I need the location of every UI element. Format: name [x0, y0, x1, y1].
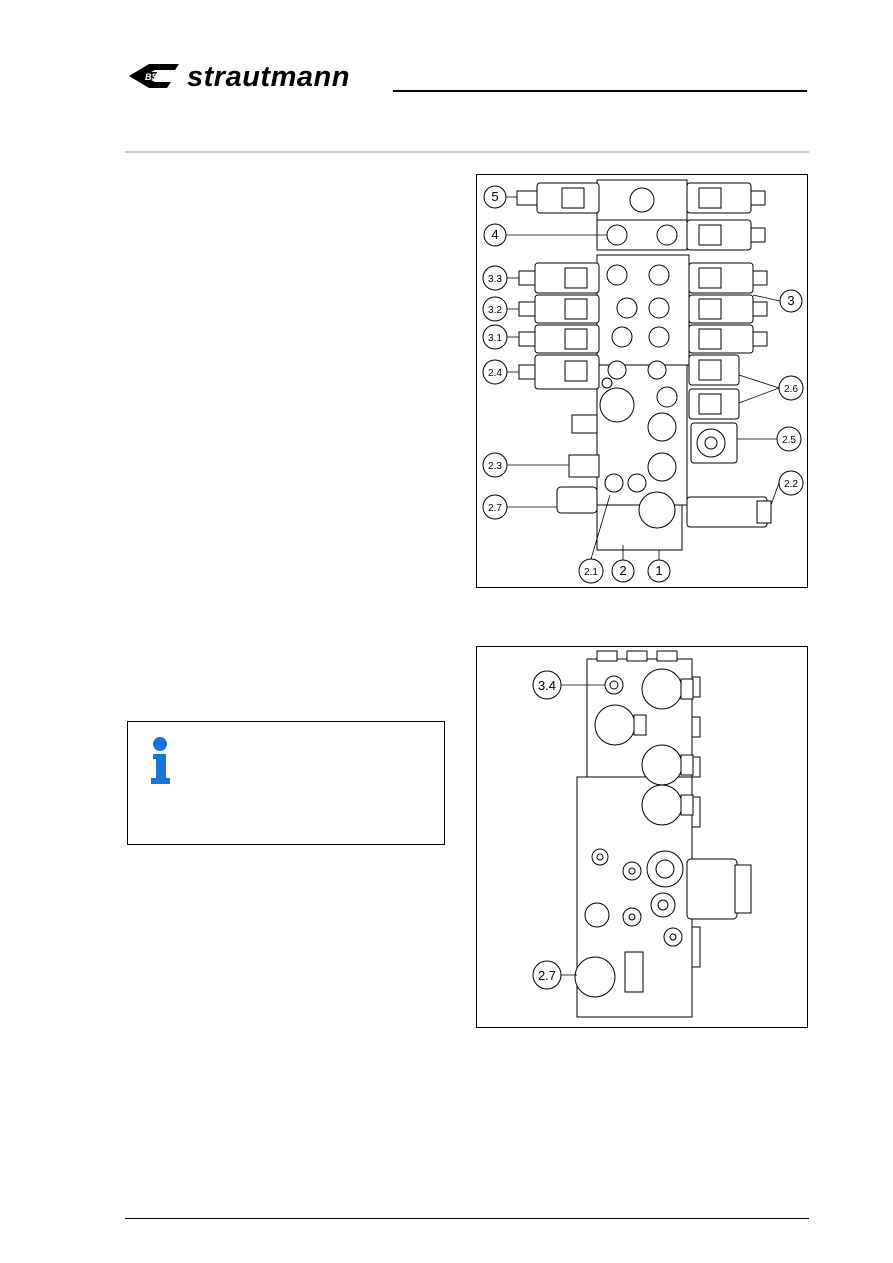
callout-2-4: 2.4 — [488, 368, 502, 379]
callout-3-4: 3.4 — [538, 678, 556, 693]
valve-block-side-figure: 3.4 2.7 — [476, 646, 808, 1028]
brand-badge-text: BSL — [145, 72, 163, 82]
callout-2-1: 2.1 — [584, 567, 598, 578]
callout-2-5: 2.5 — [782, 435, 796, 446]
callout-3-3: 3.3 — [488, 274, 502, 285]
callout-5: 5 — [491, 189, 498, 204]
section-divider — [125, 151, 809, 153]
callout-2-7: 2.7 — [488, 503, 502, 514]
brand-logo: BSL strautmann — [127, 60, 395, 93]
callout-3-2: 3.2 — [488, 305, 502, 316]
valve-block-figure: 5 4 3.3 3.2 3.1 2.4 2.3 2.7 3 2.6 2.5 2.… — [476, 174, 808, 588]
info-icon — [148, 736, 172, 786]
callout-4: 4 — [491, 227, 498, 242]
callout-1: 1 — [655, 563, 662, 578]
brand-name: strautmann — [187, 61, 350, 92]
callout-2: 2 — [619, 563, 626, 578]
header-rule — [393, 90, 807, 92]
callout-2-2: 2.2 — [784, 479, 798, 490]
callout-2-7-side: 2.7 — [538, 968, 556, 983]
bsl-badge-icon: BSL — [129, 64, 179, 88]
callout-3: 3 — [787, 293, 794, 308]
callout-2-6: 2.6 — [784, 384, 798, 395]
callout-2-3: 2.3 — [488, 461, 502, 472]
callout-3-1: 3.1 — [488, 333, 502, 344]
footer-rule — [125, 1218, 809, 1219]
info-note-box — [127, 721, 445, 845]
